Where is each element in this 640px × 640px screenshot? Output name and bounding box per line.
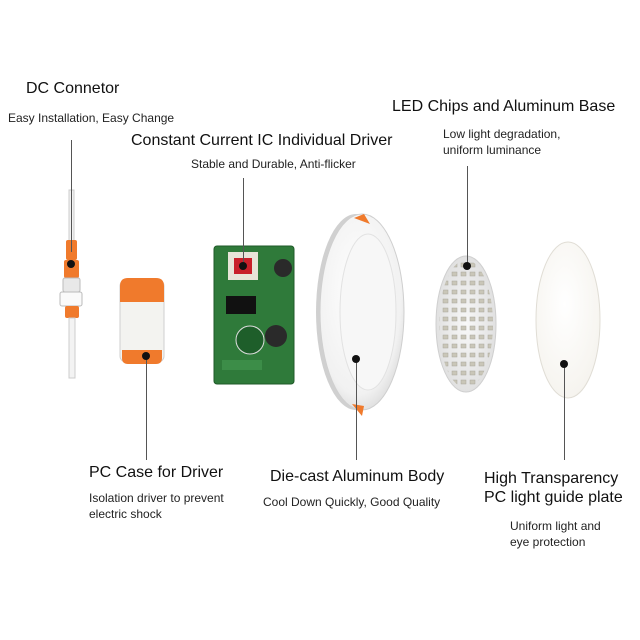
light-guide-title-1: High Transparency [484,470,619,487]
led-board-part [435,255,497,393]
light-guide-desc-2: eye protection [510,535,586,549]
pc-case-leader [146,356,147,460]
die-cast-desc: Cool Down Quickly, Good Quality [263,495,441,509]
dc-connector-title: DC Connetor [26,80,120,97]
light-guide-title-2: PC light guide plate [484,489,623,506]
led-chips-dot [463,262,471,270]
light-guide-part [535,241,601,399]
die-cast-leader [356,360,357,460]
die-cast-dot [352,355,360,363]
led-chips-desc-1: Low light degradation, [443,127,561,141]
constant-current-title: Constant Current IC Individual Driver [131,132,393,149]
die-cast-title: Die-cast Aluminum Body [270,468,445,485]
pc-case-desc-1: Isolation driver to prevent [89,491,224,505]
constant-current-dot [239,262,247,270]
dc-connector-desc: Easy Installation, Easy Change [8,111,175,125]
light-guide-leader [564,366,565,460]
light-guide-desc-1: Uniform light and [510,519,601,533]
dc-connector-leader [71,140,72,252]
pc-case-dot [142,352,150,360]
constant-current-leader [243,178,244,266]
die-cast-body-part [316,213,405,416]
led-chips-leader [467,166,468,268]
constant-current-desc: Stable and Durable, Anti-flicker [191,157,356,171]
led-chips-title: LED Chips and Aluminum Base [392,98,616,115]
pc-case-title: PC Case for Driver [89,464,224,481]
driver-pcb-part [213,245,295,385]
led-chips-desc-2: uniform luminance [443,143,542,157]
pc-case-part [119,278,165,364]
light-guide-dot [560,360,568,368]
dc-connector-dot [67,260,75,268]
pc-case-desc-2: electric shock [89,507,162,521]
